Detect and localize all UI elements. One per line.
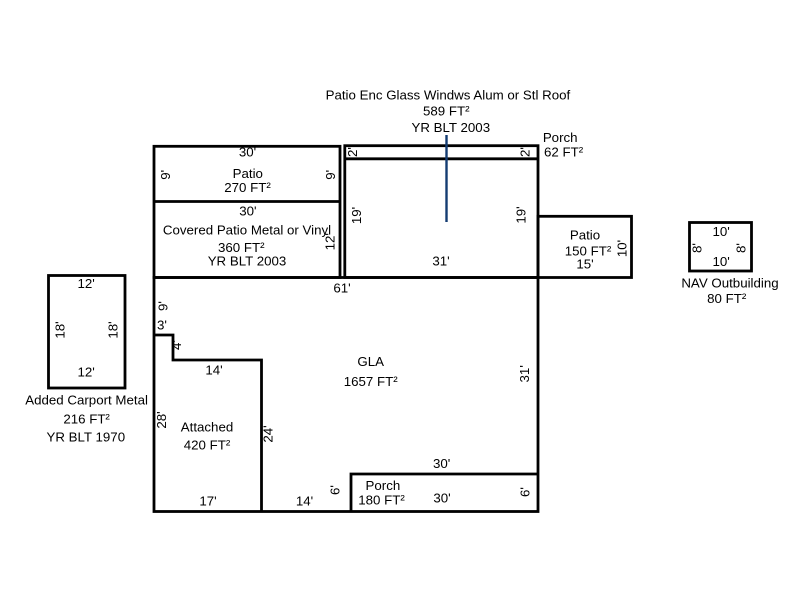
svg-text:1657 FT²: 1657 FT² — [344, 374, 399, 389]
svg-text:2': 2' — [345, 147, 360, 157]
svg-text:12': 12' — [78, 365, 95, 380]
svg-text:80 FT²: 80 FT² — [707, 291, 747, 306]
svg-text:Patio Enc Glass Windws Alum or: Patio Enc Glass Windws Alum or Stl Roof — [326, 88, 571, 103]
svg-text:18': 18' — [106, 321, 121, 338]
svg-text:2': 2' — [518, 147, 533, 157]
svg-text:15': 15' — [576, 257, 593, 272]
svg-text:12': 12' — [323, 233, 338, 250]
svg-text:YR BLT 2003: YR BLT 2003 — [208, 254, 287, 269]
svg-text:150 FT²: 150 FT² — [565, 244, 612, 259]
svg-text:GLA: GLA — [357, 354, 384, 369]
svg-text:17': 17' — [199, 494, 216, 509]
svg-text:19': 19' — [514, 206, 529, 223]
svg-text:8': 8' — [733, 243, 748, 253]
svg-text:YR BLT 1970: YR BLT 1970 — [46, 430, 125, 445]
svg-text:216 FT²: 216 FT² — [63, 412, 110, 427]
svg-text:10': 10' — [615, 240, 630, 257]
svg-text:31': 31' — [517, 365, 532, 382]
svg-text:YR BLT 2003: YR BLT 2003 — [411, 120, 490, 135]
svg-text:18': 18' — [53, 321, 68, 338]
svg-text:30': 30' — [239, 145, 256, 160]
svg-text:28': 28' — [154, 411, 169, 428]
svg-text:360 FT²: 360 FT² — [218, 240, 265, 255]
svg-text:24': 24' — [261, 425, 276, 442]
svg-text:NAV Outbuilding: NAV Outbuilding — [681, 276, 778, 291]
svg-text:14': 14' — [205, 363, 222, 378]
svg-text:31': 31' — [432, 254, 449, 269]
svg-text:30': 30' — [433, 456, 450, 471]
svg-text:Attached: Attached — [181, 420, 234, 435]
svg-text:61': 61' — [333, 281, 350, 296]
svg-text:3': 3' — [157, 318, 167, 333]
svg-text:30': 30' — [239, 204, 256, 219]
svg-text:Covered Patio Metal or Vinyl: Covered Patio Metal or Vinyl — [163, 223, 331, 238]
svg-text:6': 6' — [328, 485, 343, 495]
svg-text:Porch: Porch — [543, 130, 578, 145]
svg-text:9': 9' — [323, 170, 338, 180]
svg-text:62 FT²: 62 FT² — [544, 145, 584, 160]
svg-text:19': 19' — [349, 207, 364, 224]
svg-text:9': 9' — [156, 301, 171, 311]
svg-text:4': 4' — [169, 340, 184, 350]
svg-text:Added Carport Metal: Added Carport Metal — [25, 393, 148, 408]
svg-text:420 FT²: 420 FT² — [184, 438, 231, 453]
svg-text:270 FT²: 270 FT² — [224, 180, 271, 195]
svg-text:30': 30' — [433, 491, 450, 506]
svg-text:10': 10' — [713, 224, 730, 239]
svg-text:14': 14' — [296, 494, 313, 509]
svg-text:9': 9' — [158, 170, 173, 180]
svg-text:8': 8' — [690, 243, 705, 253]
svg-text:6': 6' — [517, 487, 532, 497]
svg-text:Patio: Patio — [233, 166, 263, 181]
svg-text:12': 12' — [78, 276, 95, 291]
svg-text:Porch: Porch — [366, 478, 401, 493]
svg-text:589 FT²: 589 FT² — [423, 104, 470, 119]
svg-text:180 FT²: 180 FT² — [358, 492, 405, 507]
svg-text:10': 10' — [713, 254, 730, 269]
svg-text:Patio: Patio — [570, 228, 600, 243]
